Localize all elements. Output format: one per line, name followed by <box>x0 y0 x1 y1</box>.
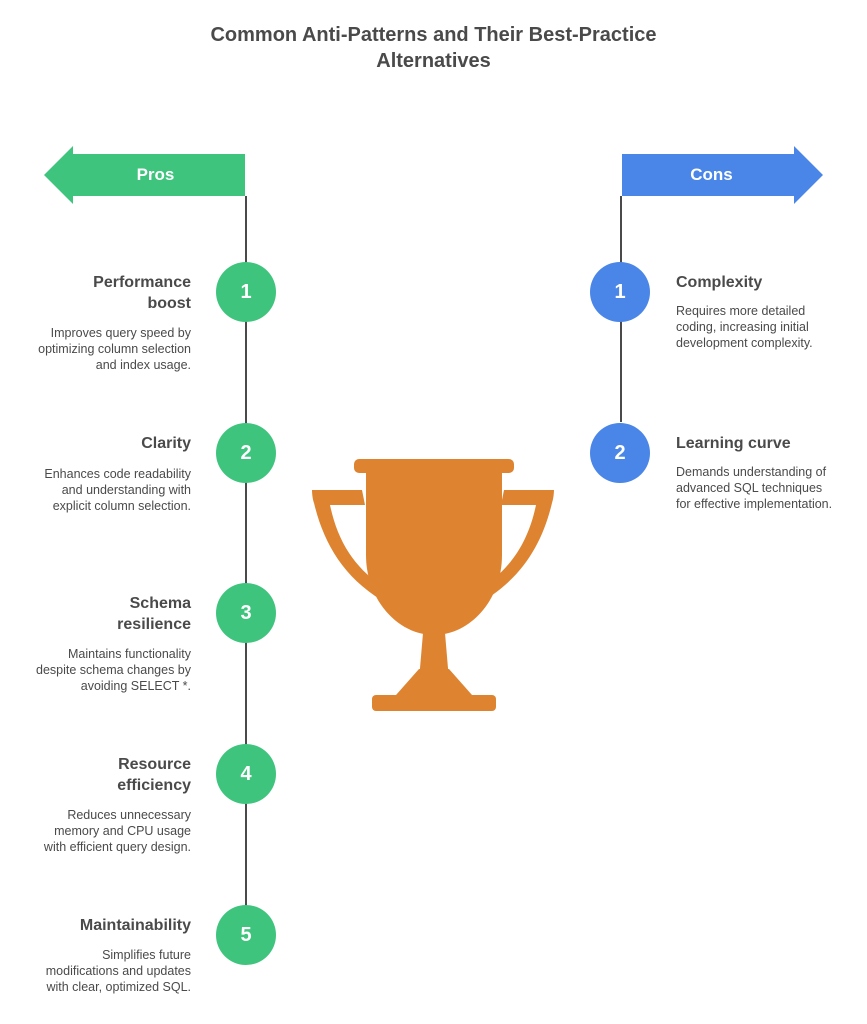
pro-heading-3: Schema resilience <box>117 595 191 633</box>
trophy-icon <box>312 459 554 711</box>
con-description-1: Requires more detailed coding, increasin… <box>676 304 813 350</box>
trophy-shape <box>312 459 554 711</box>
pro-heading-1: Performance boost <box>93 274 191 312</box>
con-heading-1: Complexity <box>676 274 763 291</box>
pro-number-badge-5: 5 <box>216 905 276 965</box>
pros-timeline-line <box>245 196 247 906</box>
con-description-2: Demands understanding of advanced SQL te… <box>676 465 833 511</box>
con-number-badge-1: 1 <box>590 262 650 322</box>
pro-heading-4: Resource efficiency <box>117 756 191 794</box>
pro-description-2: Enhances code readability and understand… <box>44 467 191 513</box>
con-heading-2: Learning curve <box>676 435 791 452</box>
page-title: Common Anti-Patterns and Their Best-Prac… <box>0 22 867 74</box>
pro-number-badge-2: 2 <box>216 423 276 483</box>
pro-heading-5: Maintainability <box>79 917 191 934</box>
pro-number-badge-3: 3 <box>216 583 276 643</box>
pro-description-3: Maintains functionality despite schema c… <box>36 647 191 693</box>
title-line-1: Common Anti-Patterns and Their Best-Prac… <box>210 24 657 46</box>
pro-description-1: Improves query speed by optimizing colum… <box>38 326 191 372</box>
cons-arrow: Cons <box>622 146 823 204</box>
pro-description-5: Simplifies future modifications and upda… <box>45 948 191 994</box>
con-number-badge-2: 2 <box>590 423 650 483</box>
pro-heading-2: Clarity <box>141 435 191 452</box>
pro-number-badge-1: 1 <box>216 262 276 322</box>
cons-label: Cons <box>690 165 733 184</box>
pros-label: Pros <box>136 165 175 184</box>
pro-description-4: Reduces unnecessary memory and CPU usage… <box>43 808 191 854</box>
pros-arrow: Pros <box>44 146 245 204</box>
pro-number-badge-4: 4 <box>216 744 276 804</box>
title-line-2: Alternatives <box>376 50 491 72</box>
